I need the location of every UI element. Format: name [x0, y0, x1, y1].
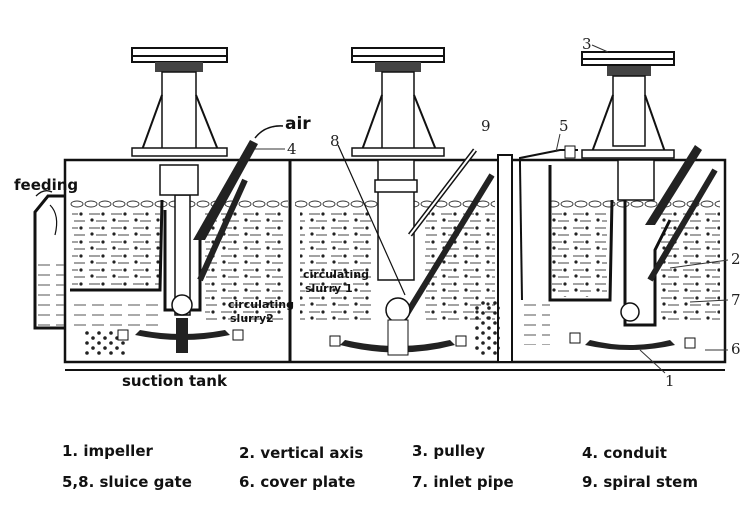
legend: 1. impeller 2. vertical axis 3. pulley 4…: [0, 430, 756, 510]
callout-7: 7: [731, 291, 741, 309]
callout-2: 2: [731, 250, 741, 268]
legend-item-vertical-axis: 2. vertical axis: [239, 444, 364, 462]
label-feeding: feeding: [14, 176, 78, 194]
drive-1: [131, 47, 228, 196]
drive-2: [351, 47, 445, 157]
callout-5: 5: [559, 117, 569, 135]
feeding-box: [33, 194, 65, 330]
cell-1: [70, 140, 288, 355]
legend-item-cover-plate: 6. cover plate: [239, 473, 356, 491]
callout-9: 9: [481, 117, 491, 135]
cell-2: [295, 144, 500, 356]
legend-item-conduit: 4. conduit: [582, 444, 667, 462]
callout-6: 6: [731, 340, 741, 358]
label-circulating-slurry-1-a: circulating: [303, 268, 369, 281]
label-circulating-slurry-2-b: slurry2: [230, 312, 274, 325]
label-circulating-slurry-1-b: slurry 1: [305, 282, 353, 295]
legend-item-spiral-stem: 9. spiral stem: [582, 473, 698, 491]
feeding-arrow: [35, 190, 53, 197]
flotation-machine-diagram: feeding air circulating slurry 1 circula…: [14, 35, 741, 390]
legend-item-inlet-pipe: 7. inlet pipe: [412, 473, 514, 491]
legend-item-sluice-gate: 5,8. sluice gate: [62, 473, 192, 491]
cell-3: [519, 145, 720, 350]
label-suction-tank: suction tank: [122, 372, 228, 390]
callout-3: 3: [582, 35, 592, 53]
air-arrow: [254, 125, 284, 139]
label-air: air: [285, 114, 311, 134]
callout-8: 8: [330, 132, 340, 150]
legend-item-pulley: 3. pulley: [412, 442, 486, 460]
legend-item-impeller: 1. impeller: [62, 442, 153, 460]
label-circulating-slurry-2-a: circulating: [228, 298, 294, 311]
callout-1: 1: [665, 372, 675, 390]
callout-4: 4: [287, 140, 297, 158]
drive-3: [581, 51, 675, 159]
